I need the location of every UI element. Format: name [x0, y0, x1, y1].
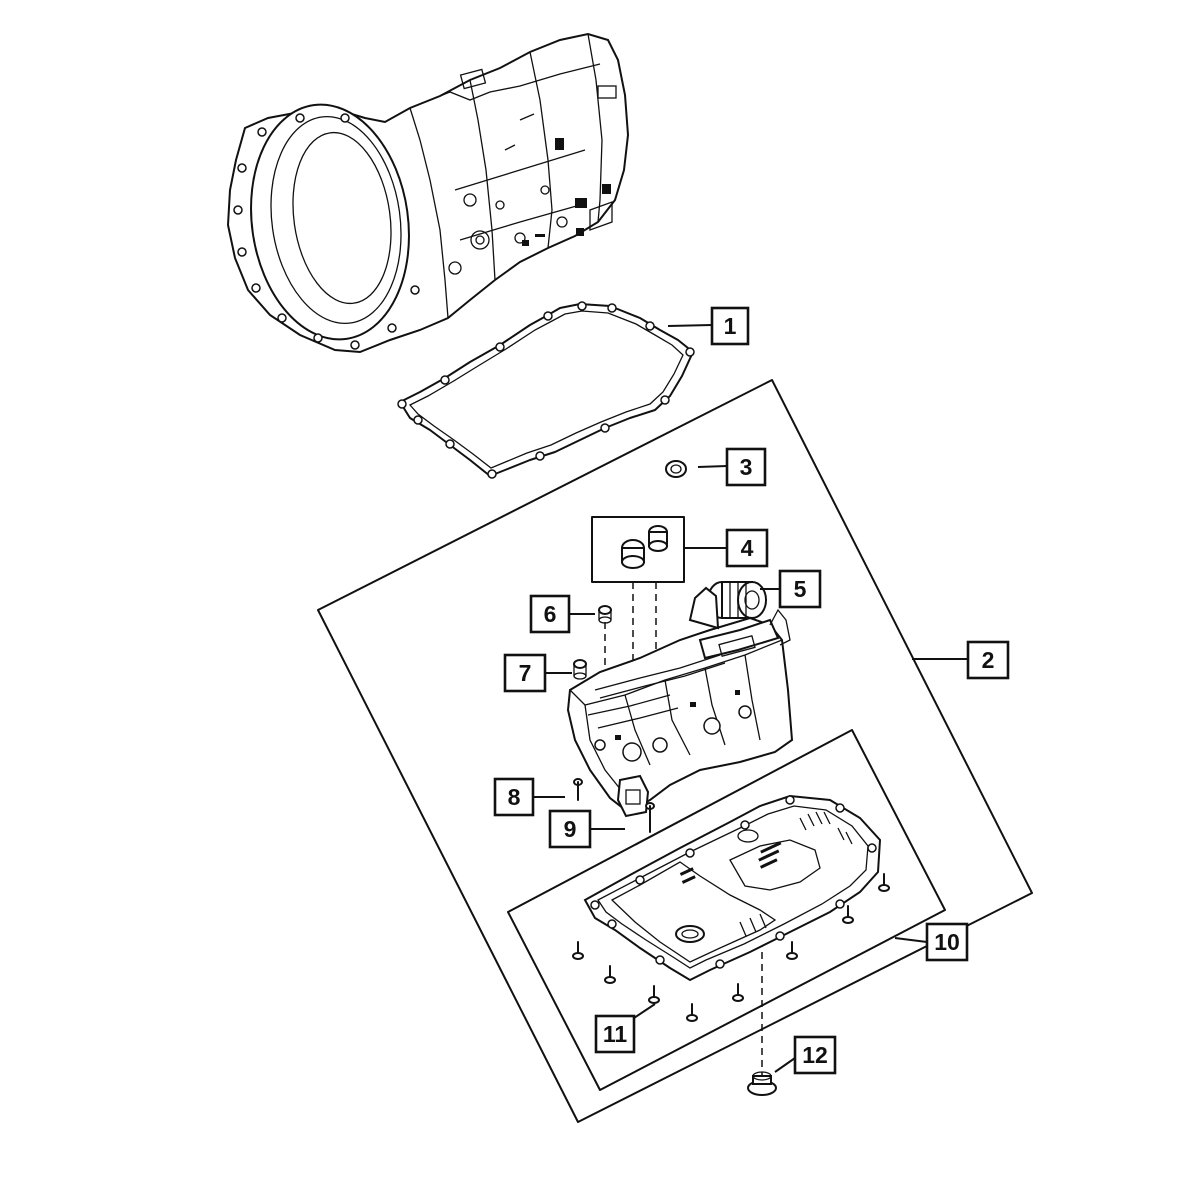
- callout-label: 2: [982, 647, 995, 673]
- callout-label: 1: [724, 313, 737, 339]
- callout-3: 3: [725, 447, 767, 487]
- pan-bolt: [786, 941, 798, 960]
- callout-label: 10: [934, 929, 960, 955]
- callout-4: 4: [725, 528, 769, 568]
- leader-lines: [533, 324, 968, 1073]
- callout-label: 4: [741, 535, 754, 561]
- seal-part: [665, 460, 687, 478]
- callout-6: 6: [529, 594, 571, 634]
- valve-body-kit-frame: [317, 379, 1033, 1123]
- pan-bolts: [572, 873, 890, 1022]
- callout-5: 5: [778, 569, 822, 609]
- callout-10: 10: [925, 922, 969, 962]
- pan-bolt: [604, 965, 616, 984]
- callout-8: 8: [493, 777, 535, 817]
- pan-bolt: [648, 985, 660, 1004]
- callout-label: 3: [740, 454, 753, 480]
- callout-9: 9: [548, 809, 592, 849]
- plug-part-6: [598, 605, 612, 624]
- oil-pan-kit-frame: [507, 729, 946, 1091]
- callout-7: 7: [503, 653, 547, 693]
- callout-label: 6: [544, 601, 557, 627]
- drain-plug: [747, 1071, 777, 1096]
- bolt-part-9: [645, 802, 655, 833]
- callout-11: 11: [594, 1014, 636, 1054]
- oil-pan: [583, 794, 882, 982]
- seal-kit: [591, 516, 685, 583]
- bolt-part-8: [573, 778, 583, 801]
- oil-pan-gasket: [397, 301, 695, 479]
- pan-bolt: [686, 1003, 698, 1022]
- callout-2: 2: [966, 640, 1010, 680]
- valve-body: [566, 586, 794, 818]
- callout-label: 12: [802, 1042, 828, 1068]
- callout-12: 12: [793, 1035, 837, 1075]
- callout-label: 9: [564, 816, 577, 842]
- callout-label: 5: [794, 576, 807, 602]
- plug-part-7: [573, 659, 587, 680]
- pan-bolt: [878, 873, 890, 892]
- callout-label: 11: [603, 1021, 628, 1047]
- callout-label: 8: [508, 784, 521, 810]
- callout-label: 7: [519, 660, 532, 686]
- pan-bolt: [842, 905, 854, 924]
- pan-bolt: [572, 941, 584, 960]
- pan-bolt: [732, 983, 744, 1002]
- transmission-case: [226, 32, 630, 354]
- callout-1: 1: [710, 306, 750, 346]
